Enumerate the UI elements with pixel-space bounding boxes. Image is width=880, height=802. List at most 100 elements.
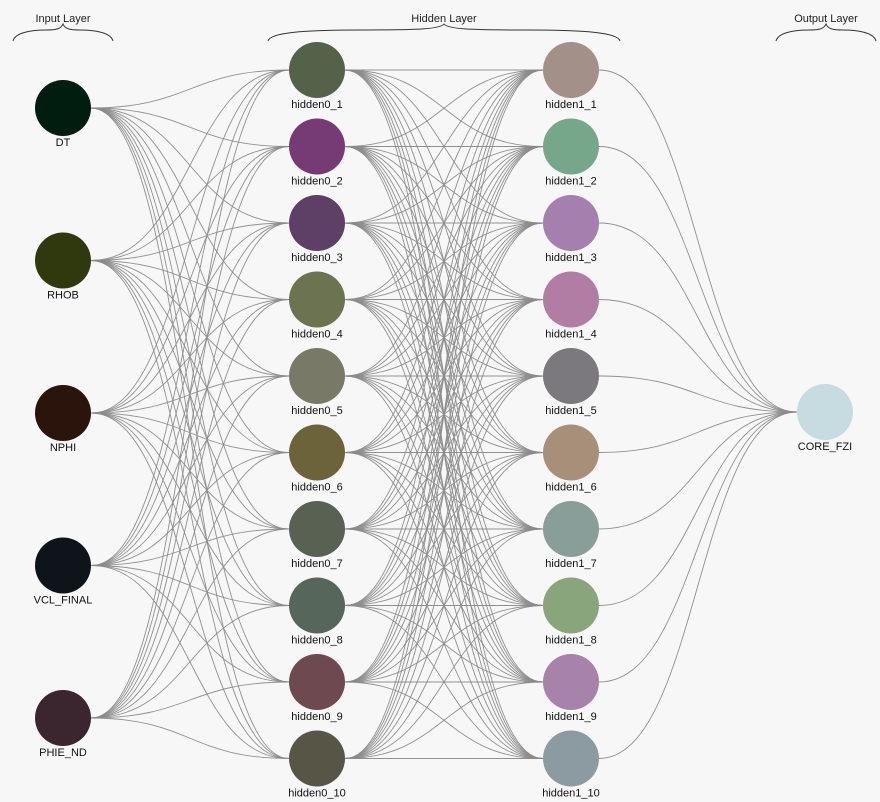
node-label-hidden0-3: hidden0_3 bbox=[291, 252, 342, 264]
node-hidden0-10: hidden0_10 bbox=[288, 730, 346, 800]
node-hidden0-5: hidden0_5 bbox=[289, 348, 345, 417]
node-hidden1-10: hidden1_10 bbox=[542, 730, 600, 800]
edge-hidden1-3-to-output-1 bbox=[598, 222, 798, 413]
node-circle-input-1 bbox=[35, 80, 91, 136]
node-input-5: PHIE_ND bbox=[35, 690, 91, 759]
node-label-hidden1-1: hidden1_1 bbox=[545, 99, 596, 111]
node-label-input-1: DT bbox=[56, 137, 71, 149]
node-hidden0-8: hidden0_8 bbox=[289, 577, 345, 647]
edge-hidden0-6-to-hidden1-1 bbox=[344, 69, 544, 453]
layer-titles: Input Layer Hidden Layer Output Layer bbox=[35, 13, 858, 25]
output-layer-label: Output Layer bbox=[794, 13, 858, 25]
node-circle-hidden1-2 bbox=[543, 118, 599, 175]
node-hidden0-2: hidden0_2 bbox=[289, 118, 345, 188]
node-hidden0-1: hidden0_1 bbox=[289, 42, 345, 111]
edge-hidden0-10-to-hidden1-2 bbox=[344, 146, 544, 759]
node-label-input-4: VCL_FINAL bbox=[34, 595, 93, 607]
edge-hidden0-10-to-hidden1-9 bbox=[344, 681, 544, 759]
node-circle-hidden0-1 bbox=[289, 42, 345, 98]
node-circle-input-2 bbox=[35, 232, 91, 289]
node-label-hidden1-2: hidden1_2 bbox=[545, 176, 596, 188]
node-hidden0-4: hidden0_4 bbox=[289, 271, 345, 341]
edge-input-5-to-hidden0-10 bbox=[90, 717, 290, 759]
node-circle-hidden1-1 bbox=[543, 42, 599, 98]
node-hidden1-3: hidden1_3 bbox=[543, 195, 599, 264]
node-label-hidden1-8: hidden1_8 bbox=[545, 635, 596, 647]
node-hidden1-1: hidden1_1 bbox=[543, 42, 599, 111]
edge-hidden1-7-to-output-1 bbox=[598, 411, 798, 530]
node-hidden0-3: hidden0_3 bbox=[289, 195, 345, 264]
node-hidden0-9: hidden0_9 bbox=[289, 654, 345, 723]
node-circle-hidden1-3 bbox=[543, 195, 599, 251]
hidden-layer-label: Hidden Layer bbox=[411, 13, 477, 25]
edge-input-1-to-hidden0-2 bbox=[90, 107, 290, 147]
node-label-hidden0-7: hidden0_7 bbox=[291, 558, 342, 570]
edge-hidden1-2-to-output-1 bbox=[598, 146, 798, 413]
node-circle-hidden0-9 bbox=[289, 654, 345, 710]
input-layer-label: Input Layer bbox=[35, 13, 90, 25]
edge-input-5-to-hidden0-6 bbox=[90, 452, 290, 719]
node-input-2: RHOB bbox=[35, 232, 91, 302]
edge-input-2-to-hidden0-2 bbox=[90, 146, 290, 261]
node-circle-input-5 bbox=[35, 690, 91, 746]
node-circle-output-1 bbox=[797, 384, 853, 440]
node-circle-hidden1-9 bbox=[543, 654, 599, 710]
edge-hidden1-6-to-output-1 bbox=[598, 411, 798, 453]
edge-hidden0-10-to-hidden1-8 bbox=[344, 605, 544, 759]
network-nodes: DT RHOB NPHI VCL_FINAL PHIE_ND hidden0_1hidde… bbox=[34, 42, 853, 800]
node-label-hidden0-6: hidden0_6 bbox=[291, 482, 342, 494]
edge-hidden0-2-to-hidden1-1 bbox=[344, 69, 544, 147]
layer-braces bbox=[12, 22, 877, 42]
node-hidden1-5: hidden1_5 bbox=[543, 348, 599, 417]
edge-input-5-to-hidden0-7 bbox=[90, 528, 290, 719]
node-input-3: NPHI bbox=[35, 385, 91, 454]
edge-input-5-to-hidden0-9 bbox=[90, 681, 290, 719]
edge-input-2-to-hidden0-1 bbox=[90, 69, 290, 261]
edge-input-4-to-hidden0-1 bbox=[90, 69, 290, 566]
node-label-hidden1-9: hidden1_9 bbox=[545, 711, 596, 723]
node-label-output-1: CORE_FZI bbox=[798, 441, 852, 453]
node-label-hidden1-10: hidden1_10 bbox=[542, 788, 600, 800]
node-label-hidden0-10: hidden0_10 bbox=[288, 788, 346, 800]
edge-input-5-to-hidden0-2 bbox=[90, 146, 290, 719]
output-layer-brace bbox=[775, 22, 877, 42]
node-circle-hidden0-4 bbox=[289, 271, 345, 328]
node-hidden1-2: hidden1_2 bbox=[543, 118, 599, 188]
edge-hidden0-9-to-hidden1-1 bbox=[344, 69, 544, 683]
node-circle-hidden1-10 bbox=[543, 730, 599, 787]
node-output-1: CORE_FZI bbox=[797, 384, 853, 453]
node-hidden1-4: hidden1_4 bbox=[543, 271, 599, 341]
node-label-hidden0-9: hidden0_9 bbox=[291, 711, 342, 723]
node-circle-input-4 bbox=[35, 537, 91, 594]
node-label-hidden1-7: hidden1_7 bbox=[545, 558, 596, 570]
edge-input-3-to-hidden0-1 bbox=[90, 69, 290, 414]
edge-input-4-to-hidden0-2 bbox=[90, 146, 290, 566]
edge-hidden0-7-to-hidden1-1 bbox=[344, 69, 544, 530]
edge-input-5-to-hidden0-3 bbox=[90, 222, 290, 719]
node-label-input-2: RHOB bbox=[47, 290, 79, 302]
edge-hidden0-10-to-hidden1-5 bbox=[344, 375, 544, 759]
node-circle-hidden0-6 bbox=[289, 424, 345, 481]
edge-hidden1-9-to-output-1 bbox=[598, 411, 798, 683]
node-label-hidden1-5: hidden1_5 bbox=[545, 405, 596, 417]
node-circle-hidden0-3 bbox=[289, 195, 345, 251]
node-label-hidden0-4: hidden0_4 bbox=[291, 329, 342, 341]
node-circle-hidden0-7 bbox=[289, 501, 345, 557]
node-label-input-3: NPHI bbox=[50, 442, 76, 454]
edge-hidden0-10-to-hidden1-7 bbox=[344, 528, 544, 759]
node-circle-hidden0-5 bbox=[289, 348, 345, 404]
edge-hidden0-8-to-hidden1-1 bbox=[344, 69, 544, 606]
node-input-1: DT bbox=[35, 80, 91, 149]
node-hidden1-8: hidden1_8 bbox=[543, 577, 599, 647]
node-circle-hidden1-4 bbox=[543, 271, 599, 328]
edge-input-5-to-hidden0-5 bbox=[90, 375, 290, 719]
edge-input-5-to-hidden0-4 bbox=[90, 299, 290, 719]
node-circle-hidden0-2 bbox=[289, 118, 345, 175]
node-circle-hidden0-8 bbox=[289, 577, 345, 634]
edge-hidden0-10-to-hidden1-3 bbox=[344, 222, 544, 759]
node-label-input-5: PHIE_ND bbox=[39, 747, 87, 759]
edge-hidden1-10-to-output-1 bbox=[598, 411, 798, 759]
node-hidden1-9: hidden1_9 bbox=[543, 654, 599, 723]
edge-hidden1-5-to-output-1 bbox=[598, 375, 798, 413]
node-circle-hidden1-8 bbox=[543, 577, 599, 634]
